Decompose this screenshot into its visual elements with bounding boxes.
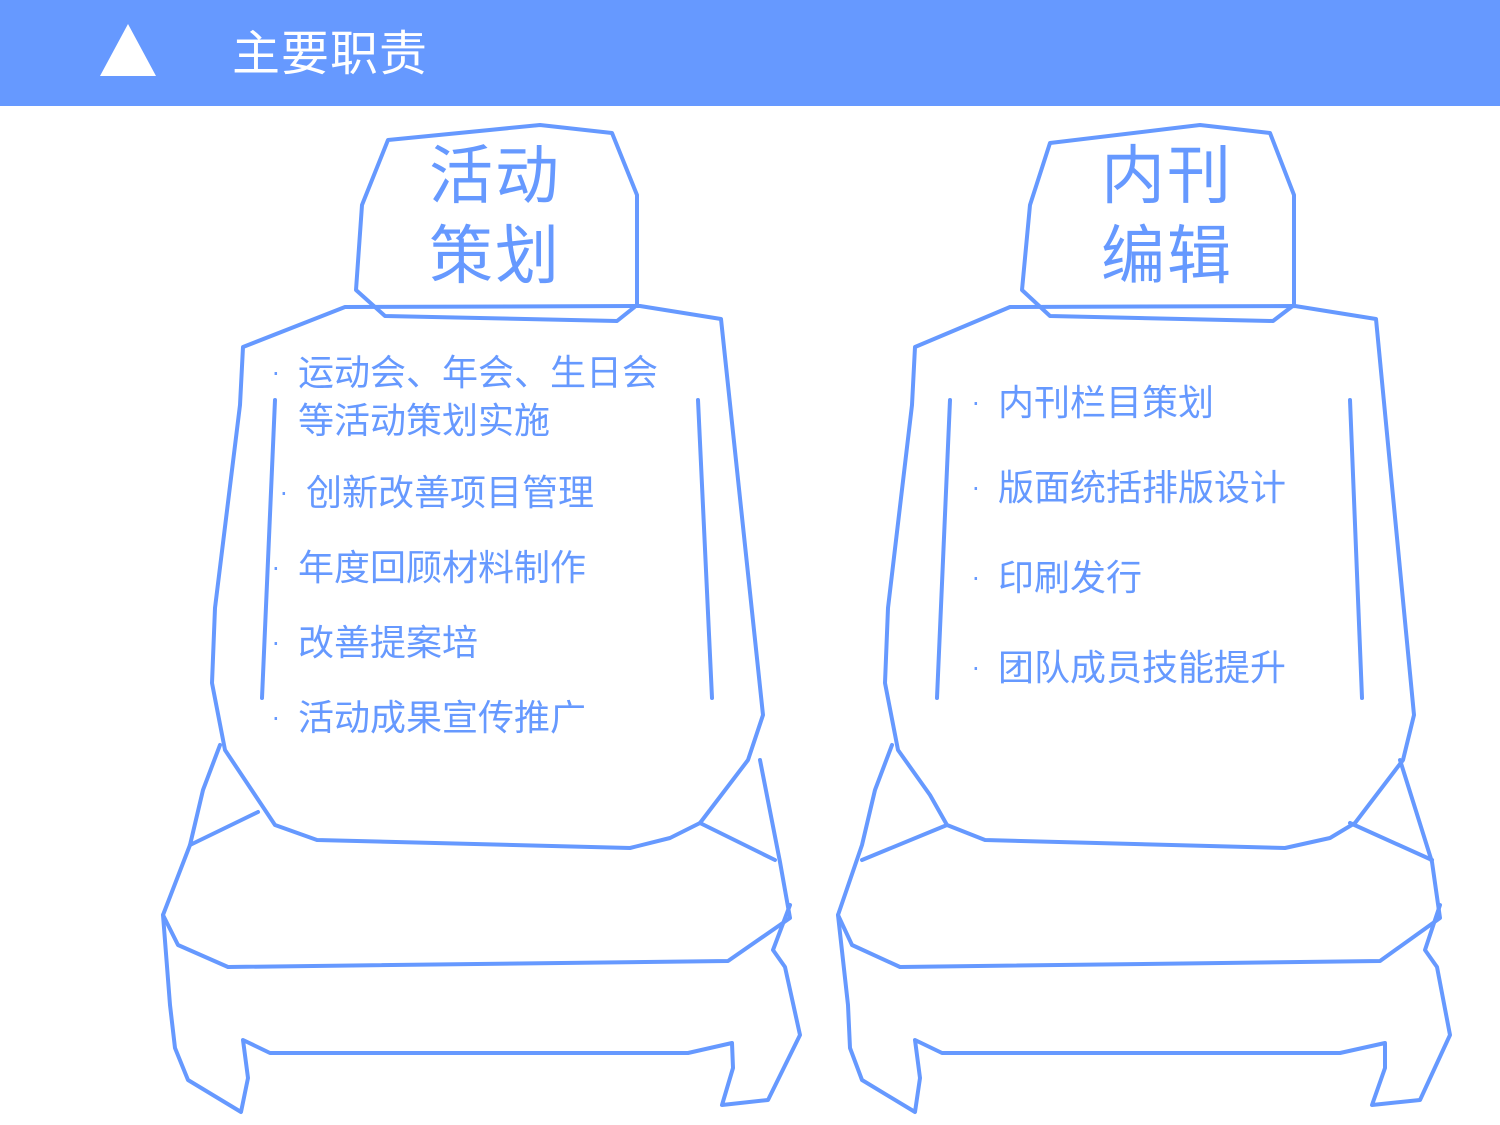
- bullet-icon: ·: [972, 475, 980, 503]
- list-item-text: 活动成果宣传推广: [298, 698, 587, 739]
- bullet-icon: ·: [280, 480, 288, 508]
- list-item-text: 年度回顾材料制作: [298, 548, 587, 589]
- page-title: 主要职责: [232, 26, 429, 82]
- list-item: · 团队成员技能提升: [972, 645, 1286, 693]
- card-title-line: 策划: [429, 220, 561, 294]
- list-item-text: 运动会、年会、生日会等活动策划实施: [298, 353, 659, 442]
- list-item-text: 内刊栏目策划: [998, 383, 1215, 424]
- list-item-text: 创新改善项目管理: [306, 473, 595, 514]
- bullet-icon: ·: [972, 655, 980, 683]
- triangle-icon: [100, 24, 156, 76]
- seat-right-outline: [836, 123, 1452, 1114]
- bullet-icon: ·: [272, 630, 280, 658]
- bullet-icon: ·: [972, 565, 980, 593]
- card-title-line: 活动: [429, 140, 561, 214]
- list-item: · 改善提案培: [272, 620, 478, 668]
- list-item-text: 改善提案培: [298, 623, 479, 664]
- list-item: · 内刊栏目策划: [972, 380, 1214, 428]
- list-item: · 版面统括排版设计: [972, 465, 1286, 513]
- list-item: · 印刷发行: [972, 555, 1142, 603]
- seat-left-outline: [161, 123, 802, 1114]
- list-item-text: 版面统括排版设计: [998, 468, 1287, 509]
- header-bar: 主要职责: [0, 0, 1500, 106]
- card-title-line: 编辑: [1101, 220, 1233, 294]
- list-item-text: 印刷发行: [998, 558, 1143, 599]
- card-title-line: 内刊: [1101, 140, 1233, 214]
- bullet-icon: ·: [272, 705, 280, 733]
- list-item: · 运动会、年会、生日会等活动策划实施: [272, 350, 682, 446]
- bullet-icon: ·: [272, 360, 280, 388]
- list-item-text: 团队成员技能提升: [998, 648, 1287, 689]
- list-item: · 创新改善项目管理: [280, 470, 594, 518]
- list-item: · 年度回顾材料制作: [272, 545, 586, 593]
- bullet-icon: ·: [272, 555, 280, 583]
- bullet-icon: ·: [972, 390, 980, 418]
- list-item: · 活动成果宣传推广: [272, 695, 586, 743]
